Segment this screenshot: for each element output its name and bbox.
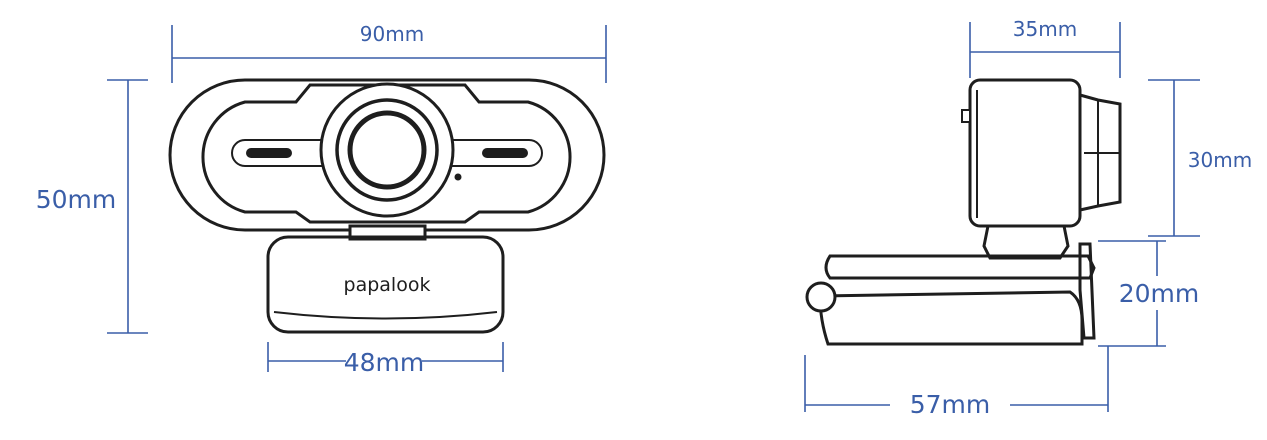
side-view-webcam	[805, 78, 1122, 346]
side-hinge	[982, 224, 1070, 260]
side-button	[961, 109, 971, 123]
side-clip-height-label: 20mm	[1119, 279, 1200, 308]
side-clip-front	[1078, 242, 1096, 340]
side-clip-height-dimension: 20mm	[1098, 240, 1206, 347]
side-clip-depth-label: 57mm	[910, 390, 991, 419]
side-depth-dimension: 35mm	[969, 17, 1121, 78]
left-light-strip	[246, 148, 292, 158]
front-width-label: 90mm	[360, 22, 424, 46]
side-body-height-dimension: 30mm	[1148, 79, 1260, 237]
side-body-height-label: 30mm	[1188, 148, 1252, 172]
front-inner-frame	[201, 83, 572, 224]
side-clip-depth-dimension: 57mm	[804, 346, 1109, 419]
right-light-strip	[482, 148, 528, 158]
front-height-dimension: 50mm	[30, 79, 148, 334]
side-clip-bottom	[818, 290, 1084, 346]
front-base-edge	[273, 311, 498, 320]
front-base	[266, 235, 505, 334]
side-depth-label: 35mm	[1013, 17, 1077, 41]
front-width-dimension: 90mm	[171, 22, 607, 83]
side-body	[968, 78, 1082, 228]
front-base-width-dimension: 48mm	[267, 342, 504, 377]
front-height-label: 50mm	[36, 185, 117, 214]
side-pivot	[805, 281, 837, 313]
front-base-width-label: 48mm	[344, 348, 425, 377]
lens-glass	[347, 110, 427, 190]
front-view-webcam: papalook	[168, 78, 606, 334]
side-clip-top	[824, 254, 1096, 280]
brand-logo: papalook	[344, 274, 431, 296]
indicator-light	[454, 173, 462, 181]
